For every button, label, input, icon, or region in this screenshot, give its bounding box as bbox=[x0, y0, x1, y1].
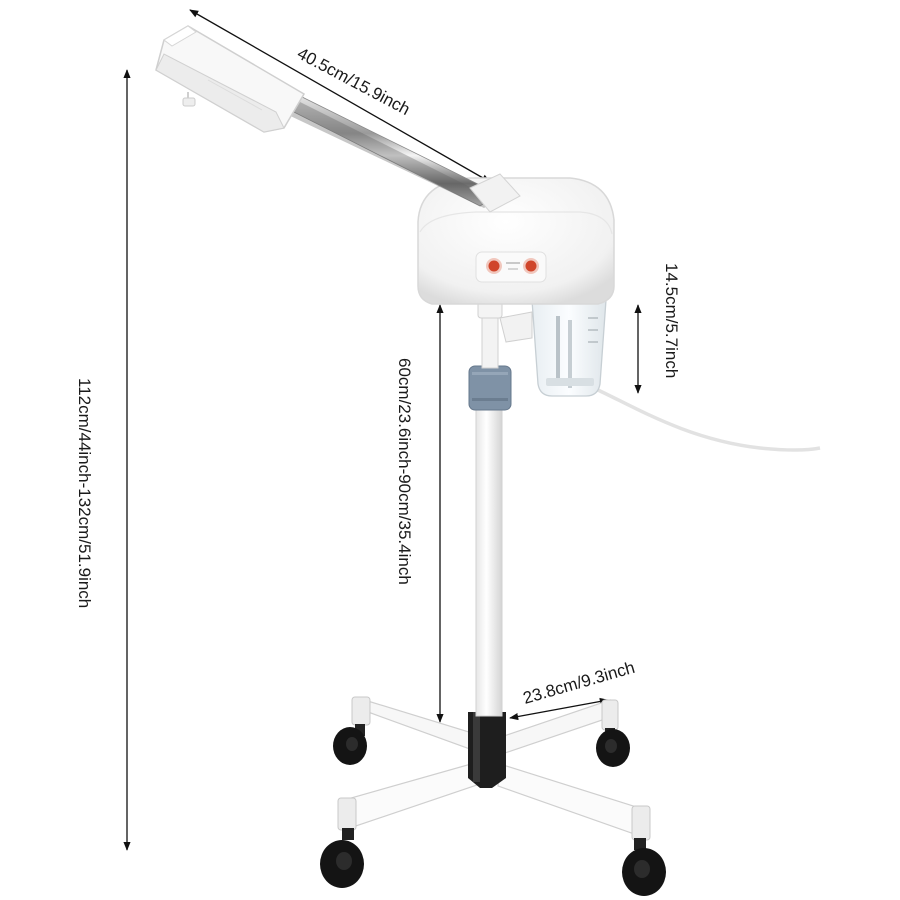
leg-length-label: 23.8cm/9.3inch bbox=[521, 658, 637, 708]
wheel-back-right bbox=[596, 728, 630, 767]
tank-height-label: 14.5cm/5.7inch bbox=[662, 263, 681, 378]
water-tank bbox=[499, 299, 607, 397]
wheel-front-left bbox=[320, 828, 364, 888]
control-panel bbox=[475, 251, 547, 283]
leg-back-left bbox=[356, 696, 483, 753]
leg-front-left bbox=[343, 761, 481, 829]
total-height-label: 112cm/44inch-132cm/51.9inch bbox=[75, 378, 94, 608]
steam-nozzle bbox=[155, 25, 306, 133]
leg-front-right bbox=[497, 763, 647, 837]
base bbox=[320, 696, 666, 896]
steamer-head bbox=[417, 177, 615, 305]
power-cord bbox=[597, 388, 821, 452]
pole-height-label: 60cm/23.6inch-90cm/35.4inch bbox=[395, 358, 414, 585]
arm-collar bbox=[469, 173, 521, 213]
arm-length-arrow bbox=[189, 9, 491, 183]
wheel-front-right bbox=[622, 838, 666, 896]
pole bbox=[468, 295, 512, 717]
lower-pole bbox=[475, 399, 503, 717]
leg-length-arrow bbox=[509, 697, 609, 721]
wheel-back-left bbox=[333, 724, 367, 765]
